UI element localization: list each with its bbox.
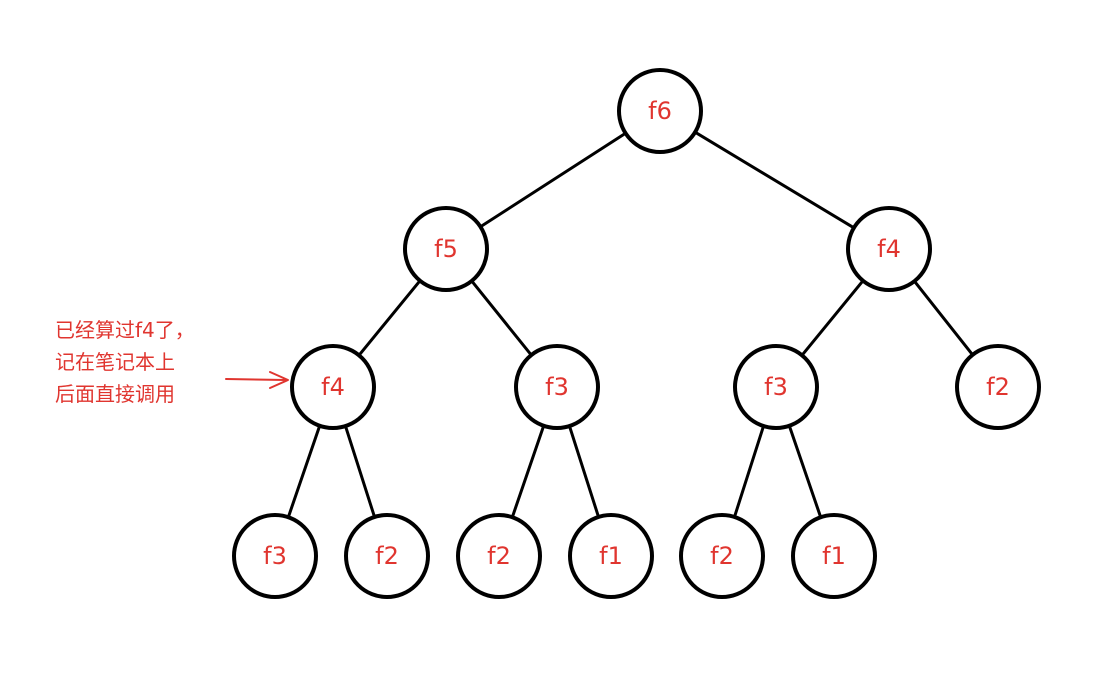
annotation-line-3: 后面直接调用 xyxy=(55,382,175,406)
node-circle xyxy=(456,513,542,599)
node-circle xyxy=(846,206,932,292)
tree-node-rr: f2 xyxy=(955,344,1041,430)
edge-r-rl xyxy=(800,279,865,357)
node-label: f1 xyxy=(599,542,623,570)
edge-ll-llr xyxy=(343,424,377,519)
node-circle xyxy=(514,344,600,430)
tree-node-r: f4 xyxy=(846,206,932,292)
node-circle xyxy=(344,513,430,599)
node-label: f3 xyxy=(545,373,569,401)
node-label: f6 xyxy=(648,97,672,125)
node-label: f1 xyxy=(822,542,846,570)
annotation-arrow xyxy=(225,371,289,389)
node-label: f3 xyxy=(764,373,788,401)
node-circle xyxy=(232,513,318,599)
node-circle xyxy=(955,344,1041,430)
annotation-line-1: 已经算过f4了， xyxy=(55,318,195,342)
node-label: f4 xyxy=(321,373,345,401)
node-circle xyxy=(733,344,819,430)
edge-rl-rll xyxy=(732,424,766,519)
edge-l-ll xyxy=(357,279,422,357)
annotation-line-2: 记在笔记本上 xyxy=(55,350,175,374)
edge-root-r xyxy=(693,130,856,230)
edge-l-lr xyxy=(470,279,533,357)
tree-node-lll: f3 xyxy=(232,513,318,599)
edge-lr-lrr xyxy=(567,424,601,519)
node-label: f2 xyxy=(986,373,1010,401)
edge-root-l xyxy=(478,131,628,229)
node-label: f2 xyxy=(375,542,399,570)
node-circle xyxy=(679,513,765,599)
node-label: f4 xyxy=(877,235,901,263)
tree-node-rl: f3 xyxy=(733,344,819,430)
node-label: f5 xyxy=(434,235,458,263)
tree-node-root: f6 xyxy=(617,68,703,154)
tree-node-rlr: f1 xyxy=(791,513,877,599)
tree-node-lrl: f2 xyxy=(456,513,542,599)
tree-node-lrr: f1 xyxy=(568,513,654,599)
tree-node-llr: f2 xyxy=(344,513,430,599)
tree-node-lr: f3 xyxy=(514,344,600,430)
edge-rl-rlr xyxy=(787,424,823,519)
node-label: f2 xyxy=(487,542,511,570)
edge-r-rr xyxy=(912,279,975,357)
node-circle xyxy=(617,68,703,154)
tree-edges xyxy=(286,130,975,519)
tree-node-rll: f2 xyxy=(679,513,765,599)
node-circle xyxy=(290,344,376,430)
tree-node-ll: f4 xyxy=(290,344,376,430)
node-circle xyxy=(403,206,489,292)
edge-ll-lll xyxy=(286,424,322,519)
node-label: f3 xyxy=(263,542,287,570)
tree-nodes: f6 f5 f4 f4 f3 f3 f2 f3 f2 f2 f1 f2 f1 xyxy=(232,68,1041,599)
node-circle xyxy=(791,513,877,599)
edge-lr-lrl xyxy=(510,424,546,519)
node-circle xyxy=(568,513,654,599)
node-label: f2 xyxy=(710,542,734,570)
annotation-note: 已经算过f4了， 记在笔记本上 后面直接调用 xyxy=(55,318,289,406)
tree-node-l: f5 xyxy=(403,206,489,292)
